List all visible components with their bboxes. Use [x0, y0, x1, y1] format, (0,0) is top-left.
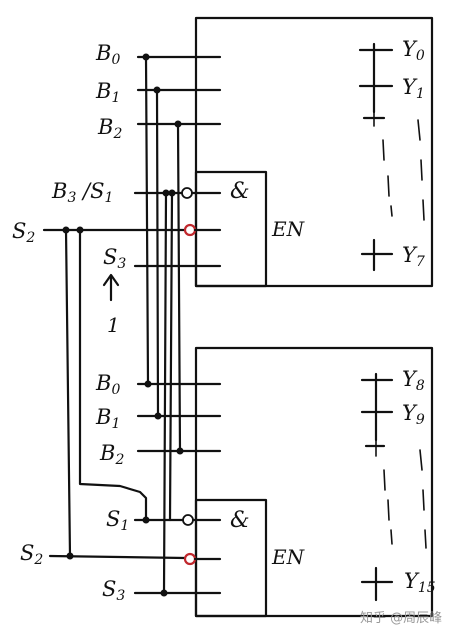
- lower-label-y8: Y8: [402, 367, 425, 394]
- lower-label-y9: Y9: [402, 401, 425, 428]
- upper-label-s3: S3: [103, 245, 126, 272]
- upper-s1-inversion-bubble: [181, 187, 193, 199]
- lower-label-b2: B2: [99, 441, 124, 468]
- lower-label-s3: S3: [102, 577, 125, 604]
- lower-gate-symbol: &: [230, 508, 250, 533]
- bus-b0: [144, 55, 150, 386]
- lower-decoder-box: [194, 346, 434, 618]
- upper-label-b1: B1: [95, 79, 120, 106]
- upper-enable-label: EN: [271, 217, 306, 241]
- lower-s1-inversion-bubble: [182, 514, 194, 526]
- lower-s2-inversion-bubble: [183, 552, 197, 566]
- lower-label-b0: B0: [95, 371, 120, 398]
- lower-enable-label: EN: [271, 545, 306, 569]
- lower-label-b1: B1: [95, 405, 120, 432]
- upper-gate-symbol: &: [230, 179, 250, 204]
- bus-b1: [155, 88, 160, 418]
- upper-label-b3-s1: B3 /S1: [51, 179, 113, 206]
- upper-label-b2: B2: [97, 115, 122, 142]
- lower-label-s1: S1: [106, 507, 129, 534]
- lower-label-y15: Y15: [404, 569, 436, 596]
- s3-tie-value: 1: [107, 313, 120, 337]
- bus-s2: [64, 228, 72, 558]
- bus-b3: [168, 191, 174, 522]
- upper-decoder-box: [194, 16, 434, 288]
- upper-label-y1: Y1: [402, 75, 425, 102]
- watermark: 知乎 @周辰峰: [360, 610, 442, 626]
- bus-b2: [176, 122, 182, 453]
- upper-label-y7: Y7: [402, 243, 425, 270]
- upper-label-y0: Y0: [402, 37, 425, 64]
- upper-label-s2: S2: [12, 219, 35, 246]
- lower-label-s2: S2: [20, 541, 43, 568]
- s2-to-lower-s1: [78, 228, 148, 522]
- upper-label-b0: B0: [95, 41, 120, 68]
- upper-s2-inversion-bubble: [183, 223, 197, 237]
